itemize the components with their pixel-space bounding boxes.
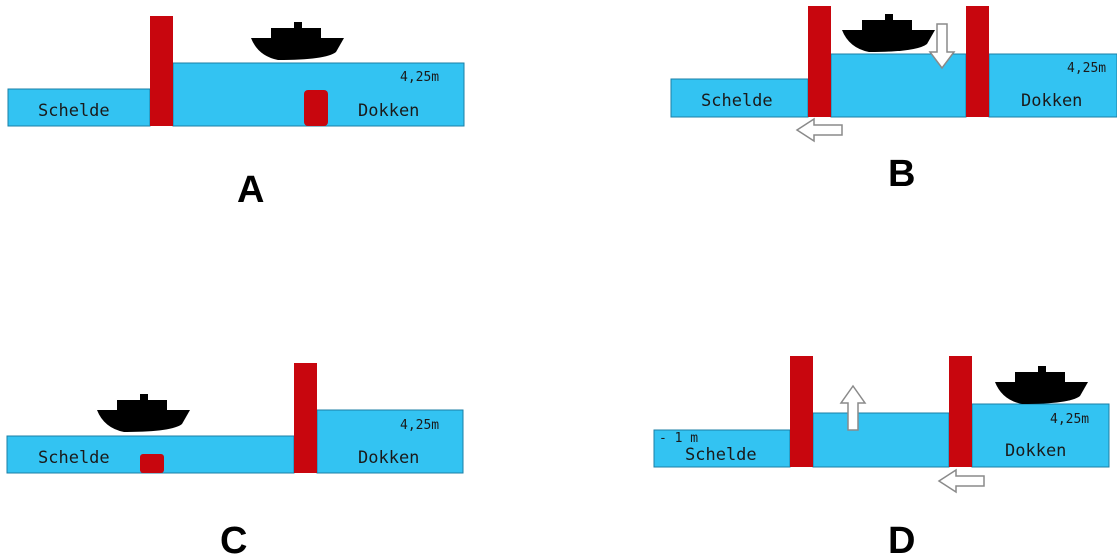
outer-lock-gate — [808, 6, 831, 117]
dokken-water — [971, 403, 1110, 468]
panel-label: D — [888, 520, 915, 556]
arrow-down-icon — [928, 23, 956, 70]
arrow-left-icon — [795, 117, 843, 143]
water-level-label: 4,25m — [1050, 412, 1089, 427]
scene-a: 4,25m Schelde Dokken A — [7, 16, 465, 211]
boat — [97, 394, 190, 432]
low-water-level-label: - 1 m — [659, 431, 698, 446]
panel-label: B — [888, 153, 915, 195]
schelde-label: Schelde — [38, 448, 110, 468]
schelde-water — [670, 78, 809, 118]
water-level-label: 4,25m — [1067, 61, 1106, 76]
schelde-label: Schelde — [701, 91, 773, 111]
boat — [251, 22, 344, 60]
boat — [842, 14, 935, 52]
scene-b: 4,25m Schelde Dokken B — [670, 6, 1117, 195]
lock-chamber-water — [812, 412, 950, 468]
dokken-label: Dokken — [358, 448, 419, 468]
schelde-water — [653, 429, 791, 468]
lock-gate — [150, 16, 173, 126]
dokken-water — [316, 409, 464, 474]
sluice-opening — [304, 90, 328, 126]
scene-c: 4,25m Schelde Dokken C — [6, 363, 464, 556]
water-level-label: 4,25m — [400, 70, 439, 85]
arrow-left-icon — [937, 468, 985, 494]
inner-lock-gate — [949, 356, 972, 467]
panel-label: A — [237, 169, 264, 211]
dokken-water — [988, 53, 1117, 118]
sluice-opening — [140, 454, 164, 473]
dokken-label: Dokken — [1005, 441, 1066, 461]
lock-gate — [294, 363, 317, 473]
panel-label: C — [220, 520, 247, 556]
schelde-water — [7, 88, 151, 127]
arrow-up-icon — [839, 384, 867, 431]
dokken-label: Dokken — [1021, 91, 1082, 111]
water-level-label: 4,25m — [400, 418, 439, 433]
schelde-label: Schelde — [685, 445, 757, 465]
dokken-label: Dokken — [358, 101, 419, 121]
schelde-label: Schelde — [38, 101, 110, 121]
boat — [995, 366, 1088, 404]
inner-lock-gate — [966, 6, 989, 117]
outer-lock-gate — [790, 356, 813, 467]
scene-d: - 1 m 4,25m Schelde Dokken D — [653, 356, 1110, 556]
